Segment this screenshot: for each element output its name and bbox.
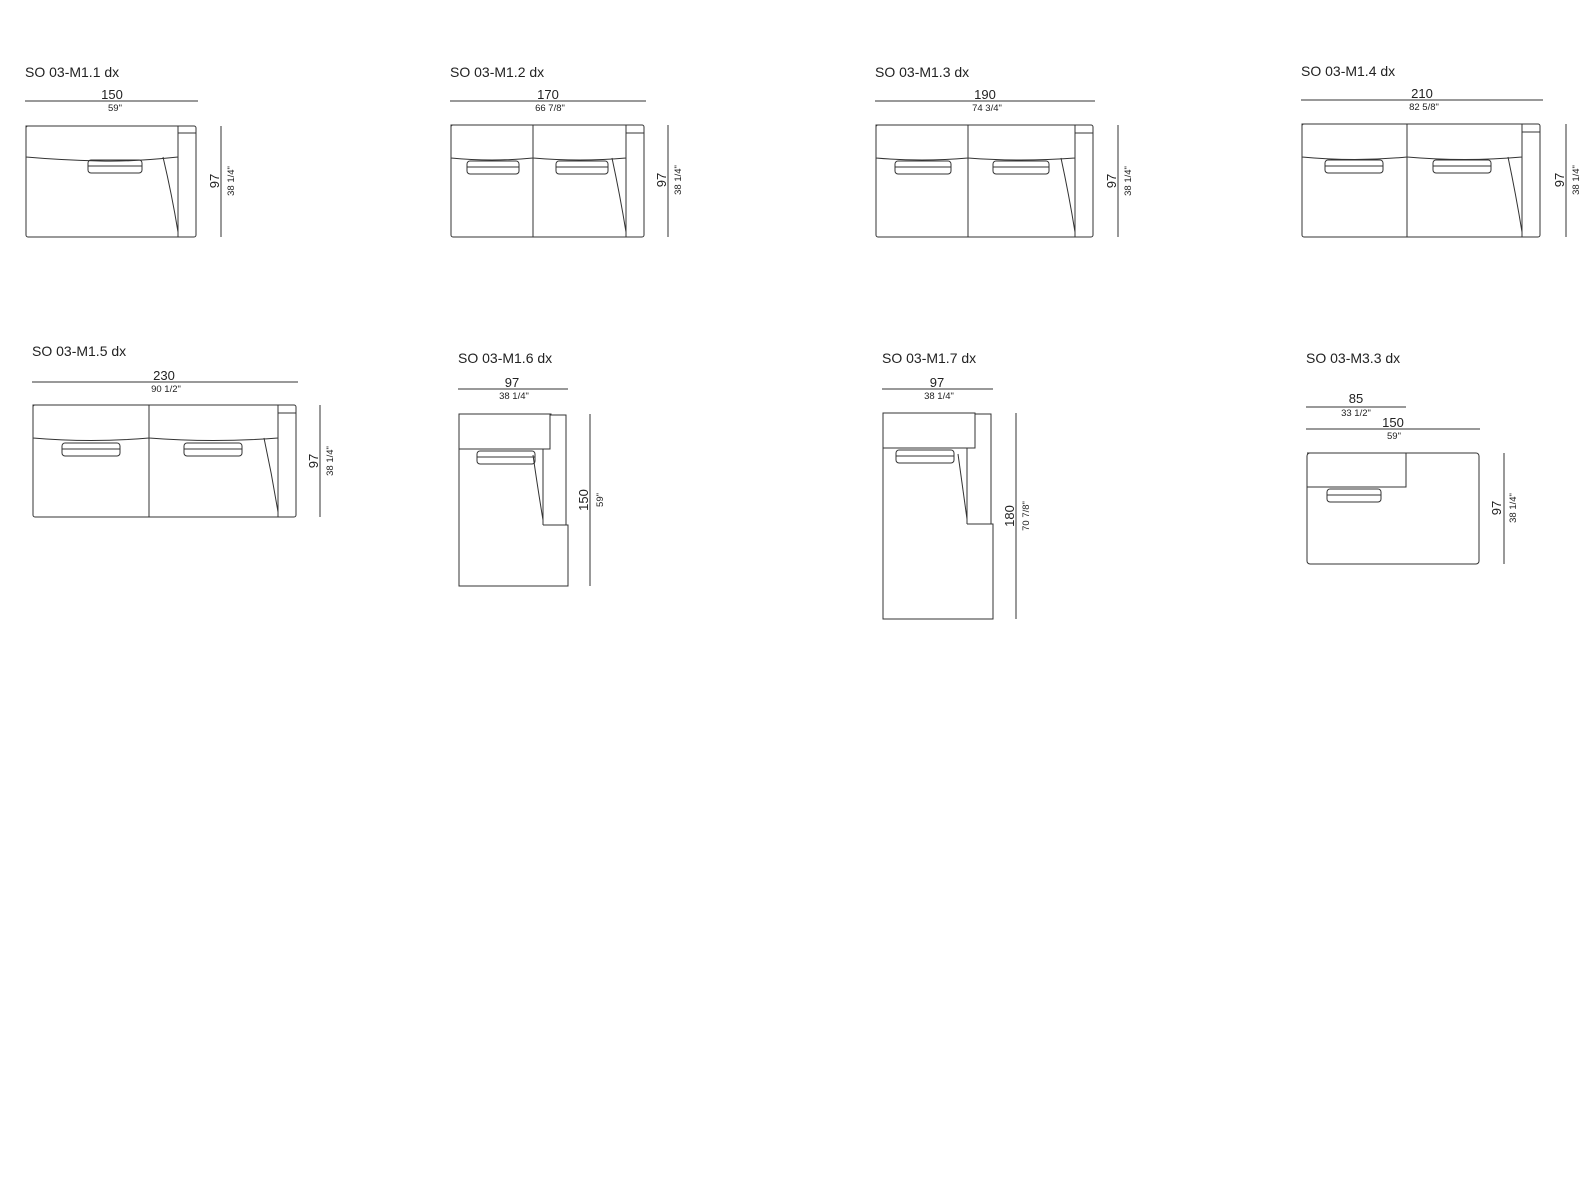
width-cm: 97 [505, 375, 519, 390]
depth-cm: 97 [1552, 173, 1567, 187]
width-inches: 90 1/2" [151, 384, 181, 395]
module-m1-5: SO 03-M1.5 dx 230 90 1/2" 97 38 1/4" [32, 343, 336, 518]
module-m1-3: SO 03-M1.3 dx 190 74 3/4" 97 38 1/4" [875, 64, 1134, 238]
sofa-module-plan [1301, 123, 1541, 238]
width-cm: 210 [1411, 86, 1433, 101]
module-m1-2: SO 03-M1.2 dx 170 66 7/8" 97 38 1/4" [450, 64, 684, 238]
width-cm: 97 [930, 375, 944, 390]
module-m1-1: SO 03-M1.1 dx 150 59" 97 38 1/4" [25, 64, 237, 238]
depth-cm: 180 [1002, 505, 1017, 527]
width-inches: 66 7/8" [535, 103, 565, 114]
sofa-module-plan [450, 124, 645, 238]
module-m3-3: SO 03-M3.3 dx 85 33 1/2" 150 59" 97 38 1… [1306, 350, 1519, 565]
sofa-module-plan [32, 404, 297, 518]
depth-inches: 70 7/8" [1021, 501, 1032, 531]
sofa-module-plan [25, 125, 197, 238]
depth-inches: 38 1/4" [1123, 166, 1134, 196]
module-title: SO 03-M1.1 dx [25, 64, 119, 80]
depth-cm: 97 [306, 454, 321, 468]
depth-cm: 97 [1489, 501, 1504, 515]
width-cm: 150 [1382, 415, 1404, 430]
sofa-module-plan [1306, 452, 1480, 565]
width-inches: 82 5/8" [1409, 102, 1439, 113]
depth-inches: 59" [595, 493, 606, 507]
width-inches: 59" [1387, 431, 1401, 442]
depth-inches: 38 1/4" [1508, 493, 1519, 523]
sofa-module-plan [882, 412, 994, 620]
width-inches: 38 1/4" [924, 391, 954, 402]
depth-inches: 38 1/4" [325, 446, 336, 476]
module-title: SO 03-M1.7 dx [882, 350, 976, 366]
depth-inches: 38 1/4" [1571, 165, 1582, 195]
depth-cm: 97 [207, 174, 222, 188]
depth-cm: 97 [654, 173, 669, 187]
width-inches: 59" [108, 103, 122, 114]
module-title: SO 03-M1.4 dx [1301, 63, 1395, 79]
width-cm: 150 [101, 87, 123, 102]
module-title: SO 03-M3.3 dx [1306, 350, 1400, 366]
module-title: SO 03-M1.6 dx [458, 350, 552, 366]
module-m1-4: SO 03-M1.4 dx 210 82 5/8" 97 38 1/4" [1301, 63, 1582, 238]
module-title: SO 03-M1.3 dx [875, 64, 969, 80]
module-m1-7: SO 03-M1.7 dx 97 38 1/4" 180 70 7/8" [882, 350, 1032, 620]
seat-cm: 85 [1349, 391, 1363, 406]
module-title: SO 03-M1.2 dx [450, 64, 544, 80]
sofa-module-plan [458, 413, 569, 587]
module-title: SO 03-M1.5 dx [32, 343, 126, 359]
module-m1-6: SO 03-M1.6 dx 97 38 1/4" 150 59" [458, 350, 606, 587]
width-cm: 230 [153, 368, 175, 383]
depth-inches: 38 1/4" [226, 166, 237, 196]
depth-cm: 97 [1104, 174, 1119, 188]
seat-inches: 33 1/2" [1341, 408, 1371, 419]
depth-inches: 38 1/4" [673, 165, 684, 195]
depth-cm: 150 [576, 489, 591, 511]
width-inches: 74 3/4" [972, 103, 1002, 114]
width-cm: 190 [974, 87, 996, 102]
sofa-module-plan [875, 124, 1094, 238]
width-inches: 38 1/4" [499, 391, 529, 402]
width-cm: 170 [537, 87, 559, 102]
